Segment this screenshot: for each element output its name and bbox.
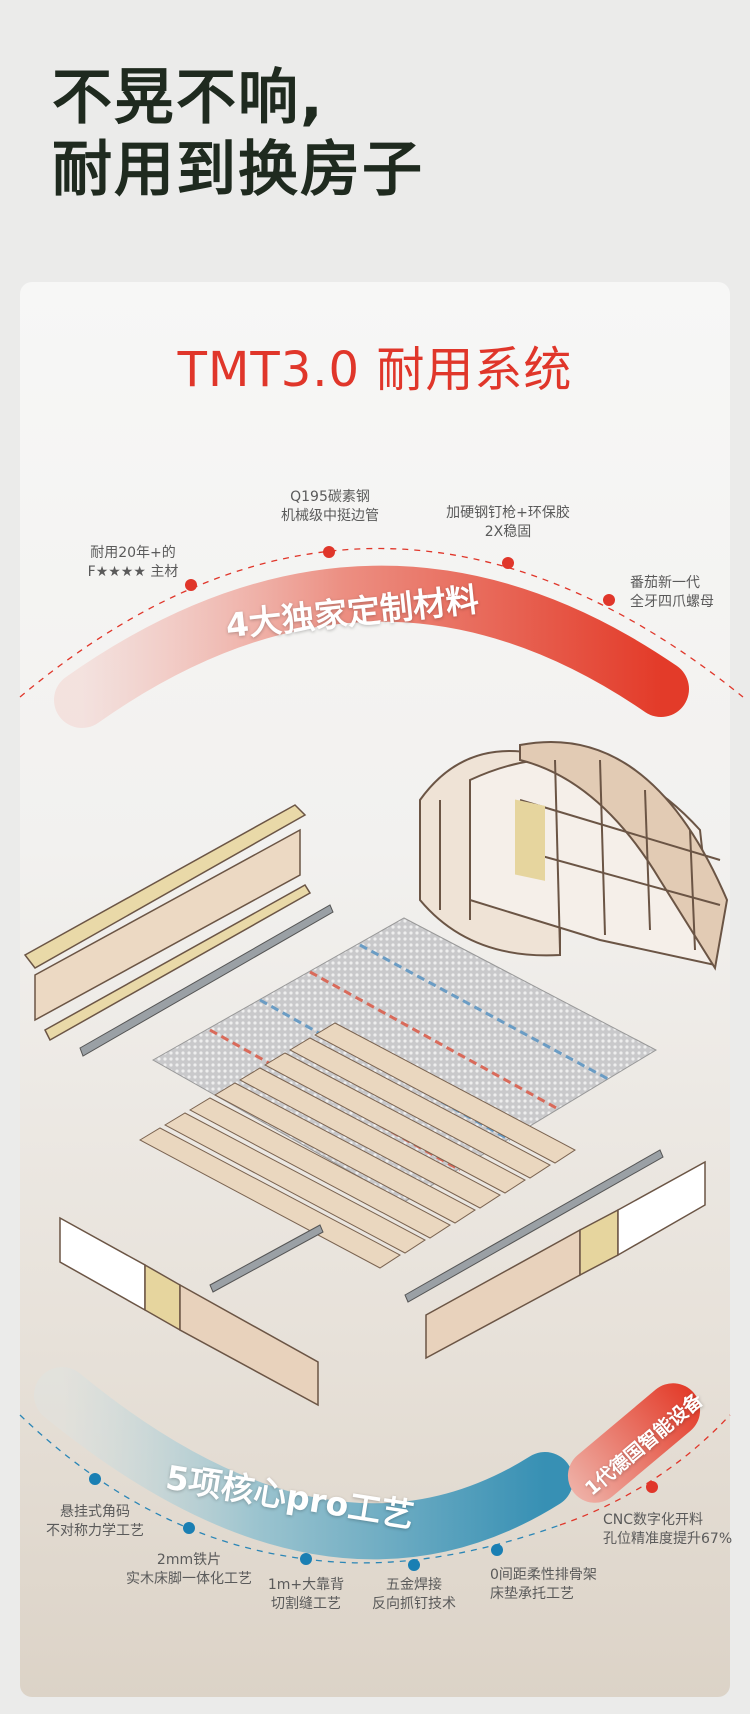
label-line1: Q195碳素钢: [290, 489, 370, 505]
headline-line1: 不晃不响,: [52, 63, 325, 133]
label-line1: 1m+大靠背: [267, 1577, 345, 1593]
label-line1: 番茄新一代: [630, 575, 700, 591]
materials-band: [54, 565, 689, 728]
craft-item-headboard: 1m+大靠背 切割缝工艺: [268, 1576, 344, 1614]
craft-item-welding: 五金焊接 反向抓钉技术: [372, 1576, 456, 1614]
label-line2: 2X稳固: [484, 524, 532, 540]
craft-dot: [300, 1553, 312, 1565]
craft-dot: [89, 1473, 101, 1485]
material-dot: [502, 557, 514, 569]
label-line2: 孔位精准度提升67%: [603, 1531, 733, 1547]
label-line1: 0间距柔性排骨架: [490, 1567, 597, 1583]
label-line1: 加硬钢钉枪+环保胶: [446, 505, 570, 521]
system-title: TMT3.0 耐用系统: [177, 342, 573, 398]
label-line1: CNC数字化开料: [603, 1512, 704, 1528]
label-line1: 耐用20年+的: [90, 545, 176, 561]
label-line1: 五金焊接: [386, 1577, 442, 1593]
label-line2: 床垫承托工艺: [490, 1586, 574, 1602]
material-dot: [185, 579, 197, 591]
material-dot: [603, 594, 615, 606]
material-item-nail-gun: 加硬钢钉枪+环保胶 2X稳固: [446, 504, 570, 542]
material-dot: [323, 546, 335, 558]
material-item-nut: 番茄新一代 全牙四爪螺母: [630, 574, 714, 612]
equipment-dashed-arc: [559, 1414, 731, 1526]
craft-dot: [491, 1544, 503, 1556]
material-item-steel: Q195碳素钢 机械级中挺边管: [281, 488, 379, 526]
craft-dot: [408, 1559, 420, 1571]
craft-item-iron-sheet: 2mm铁片 实木床脚一体化工艺: [126, 1551, 252, 1589]
label-line2: F★★★★ 主材: [87, 564, 179, 580]
craft-dot: [183, 1522, 195, 1534]
craft-item-cnc: CNC数字化开料 孔位精准度提升67%: [603, 1511, 732, 1549]
label-line1: 悬挂式角码: [60, 1504, 130, 1520]
label-line2: 不对称力学工艺: [46, 1523, 144, 1539]
craft-item-slat-frame: 0间距柔性排骨架 床垫承托工艺: [490, 1566, 597, 1604]
label-line2: 反向抓钉技术: [372, 1596, 456, 1612]
craft-item-corner-code: 悬挂式角码 不对称力学工艺: [46, 1503, 144, 1541]
headline-line2: 耐用到换房子: [52, 135, 424, 205]
label-line2: 全牙四爪螺母: [630, 594, 714, 610]
label-line2: 切割缝工艺: [271, 1596, 341, 1612]
equipment-pill: [567, 1383, 701, 1503]
label-line1: 2mm铁片: [156, 1552, 222, 1568]
headline: 不晃不响, 耐用到换房子: [52, 62, 424, 206]
bed-exploded-illustration: [23, 740, 729, 1407]
label-line2: 实木床脚一体化工艺: [126, 1571, 252, 1587]
material-item-main-board: 耐用20年+的 F★★★★ 主材: [88, 544, 179, 582]
crafts-band: [34, 1367, 573, 1560]
equipment-dot: [646, 1481, 658, 1493]
label-line2: 机械级中挺边管: [281, 508, 379, 524]
